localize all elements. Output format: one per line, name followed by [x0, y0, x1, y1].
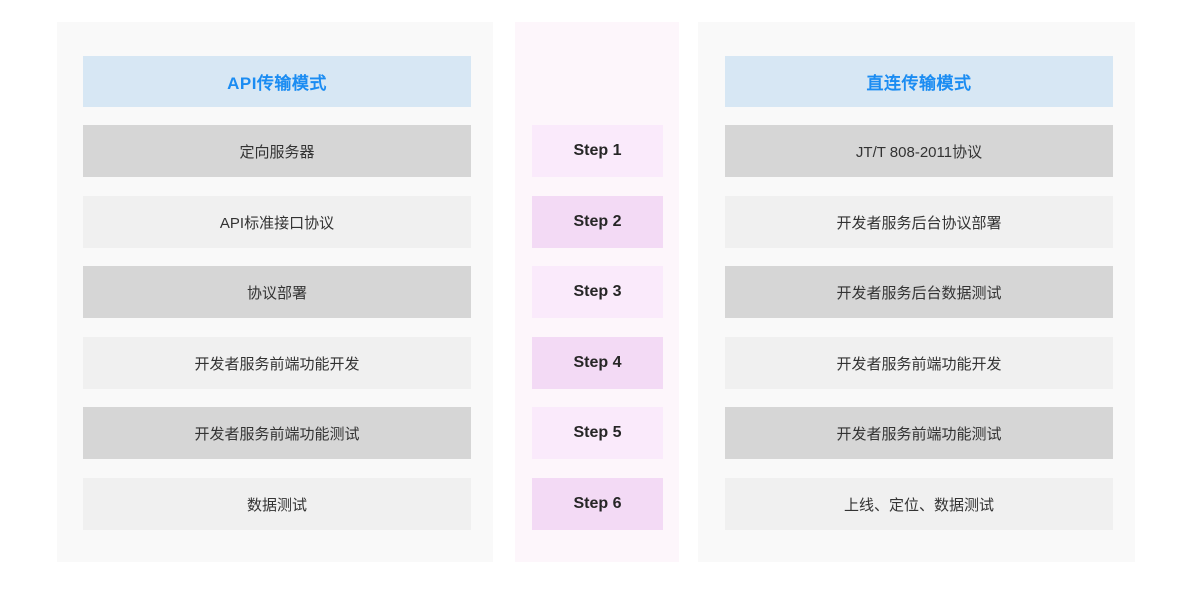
row-left-4[interactable]: 开发者服务前端功能开发 — [83, 337, 471, 389]
step-5[interactable]: Step 5 — [532, 407, 663, 459]
row-left-2[interactable]: API标准接口协议 — [83, 196, 471, 248]
panel-steps: Step 1 Step 2 Step 3 Step 4 Step 5 Step … — [515, 22, 679, 562]
row-left-3[interactable]: 协议部署 — [83, 266, 471, 318]
row-left-6[interactable]: 数据测试 — [83, 478, 471, 530]
row-left-5[interactable]: 开发者服务前端功能测试 — [83, 407, 471, 459]
column-header-api-mode: API传输模式 — [83, 56, 471, 107]
row-right-5[interactable]: 开发者服务前端功能测试 — [725, 407, 1113, 459]
column-steps: Step 1 Step 2 Step 3 Step 4 Step 5 Step … — [515, 56, 679, 562]
row-right-2[interactable]: 开发者服务后台协议部署 — [725, 196, 1113, 248]
step-3[interactable]: Step 3 — [532, 266, 663, 318]
row-right-6[interactable]: 上线、定位、数据测试 — [725, 478, 1113, 530]
row-right-4[interactable]: 开发者服务前端功能开发 — [725, 337, 1113, 389]
row-right-1[interactable]: JT/T 808-2011协议 — [725, 125, 1113, 177]
column-header-direct-mode: 直连传输模式 — [725, 56, 1113, 107]
column-direct-mode: 直连传输模式 JT/T 808-2011协议 开发者服务后台协议部署 开发者服务… — [698, 56, 1135, 562]
panel-direct-mode: 直连传输模式 JT/T 808-2011协议 开发者服务后台协议部署 开发者服务… — [698, 22, 1135, 562]
column-api-mode: API传输模式 定向服务器 API标准接口协议 协议部署 开发者服务前端功能开发… — [57, 56, 493, 562]
step-2[interactable]: Step 2 — [532, 196, 663, 248]
row-right-3[interactable]: 开发者服务后台数据测试 — [725, 266, 1113, 318]
step-1[interactable]: Step 1 — [532, 125, 663, 177]
row-left-1[interactable]: 定向服务器 — [83, 125, 471, 177]
step-6[interactable]: Step 6 — [532, 478, 663, 530]
panel-api-mode: API传输模式 定向服务器 API标准接口协议 协议部署 开发者服务前端功能开发… — [57, 22, 493, 562]
step-4[interactable]: Step 4 — [532, 337, 663, 389]
